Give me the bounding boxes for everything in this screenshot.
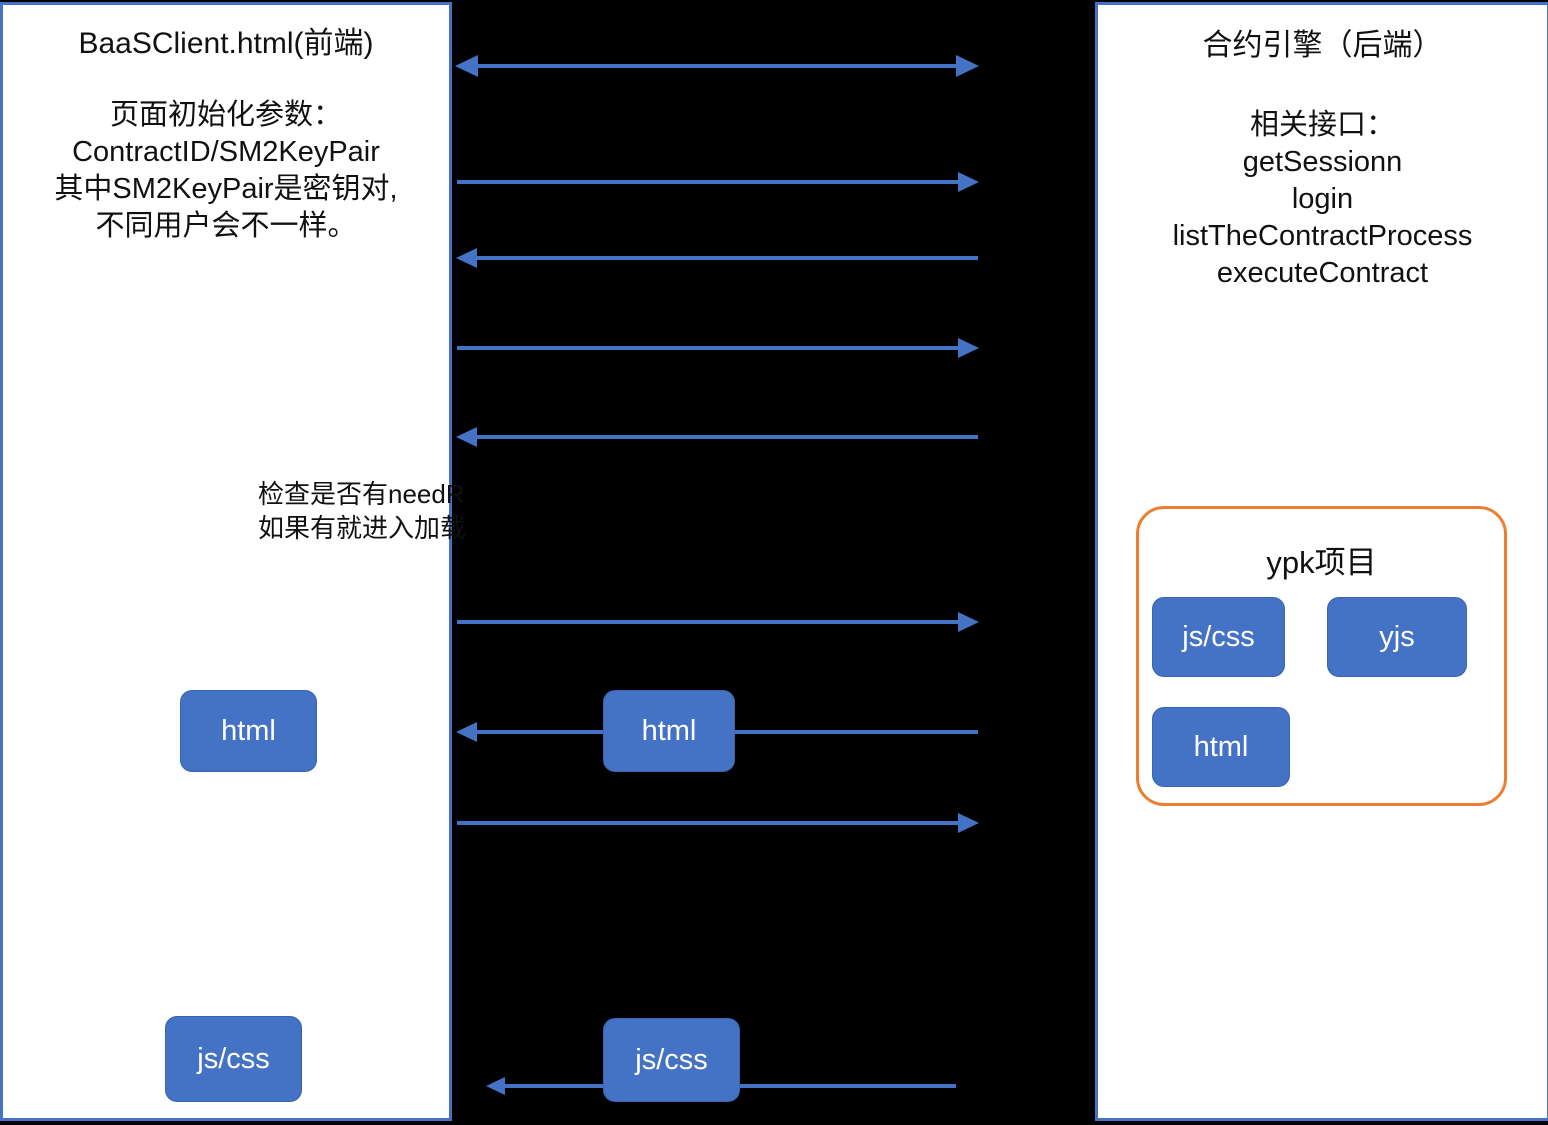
left-panel-body-line-3: 其中SM2KeyPair是密钥对,	[54, 173, 398, 205]
left-panel-body-line-2: ContractID/SM2KeyPair	[72, 136, 380, 168]
right-panel-body: 相关接口： getSessionn login listTheContractP…	[1098, 107, 1547, 292]
node-ypk-html-label: html	[1193, 730, 1249, 763]
right-panel-body-line-5: executeContract	[1216, 257, 1429, 289]
arrow-5-left	[456, 427, 978, 447]
arrow-3-left	[456, 248, 978, 268]
left-panel-frontend: BaaSClient.html(前端) 页面初始化参数： ContractID/…	[0, 2, 452, 1121]
note-check-line-2: 如果有就进入加载	[258, 513, 467, 543]
node-middle-html-label: html	[641, 714, 697, 747]
arrow-2-right	[457, 172, 979, 192]
left-panel-title: BaaSClient.html(前端)	[78, 27, 374, 60]
right-panel-body-line-1: 相关接口：	[1249, 109, 1395, 141]
node-ypk-html[interactable]: html	[1152, 707, 1290, 787]
left-panel-body: 页面初始化参数： ContractID/SM2KeyPair 其中SM2KeyP…	[3, 97, 449, 245]
node-middle-jscss[interactable]: js/css	[603, 1018, 740, 1102]
left-panel-body-line-1: 页面初始化参数：	[109, 99, 342, 131]
node-left-html-label: html	[221, 714, 276, 747]
node-left-jscss-label: js/css	[197, 1042, 270, 1075]
arrow-8-right	[457, 813, 979, 833]
node-ypk-yjs[interactable]: yjs	[1327, 597, 1467, 677]
ypk-project-title: ypk项目	[1266, 545, 1377, 580]
note-check-needreload: 检查是否有needR 如果有就进入加载	[258, 477, 466, 545]
right-panel-body-line-3: login	[1291, 183, 1354, 215]
right-panel-body-line-4: listTheContractProcess	[1172, 220, 1473, 252]
node-ypk-jscss[interactable]: js/css	[1152, 597, 1285, 677]
arrow-6-right	[457, 612, 979, 632]
note-check-line-1: 检查是否有needR	[258, 479, 465, 509]
node-middle-html[interactable]: html	[603, 690, 735, 772]
node-ypk-yjs-label: yjs	[1379, 620, 1415, 653]
arrow-4-right	[457, 338, 979, 358]
right-panel-title: 合约引擎（后端）	[1202, 29, 1443, 62]
right-panel-body-line-2: getSessionn	[1242, 146, 1403, 178]
node-middle-jscss-label: js/css	[635, 1043, 708, 1076]
node-ypk-jscss-label: js/css	[1182, 620, 1255, 653]
node-left-jscss[interactable]: js/css	[165, 1016, 302, 1102]
node-left-html[interactable]: html	[180, 690, 317, 772]
arrow-1-bidirectional	[455, 55, 979, 77]
left-panel-body-line-4: 不同用户会不一样。	[95, 210, 357, 242]
